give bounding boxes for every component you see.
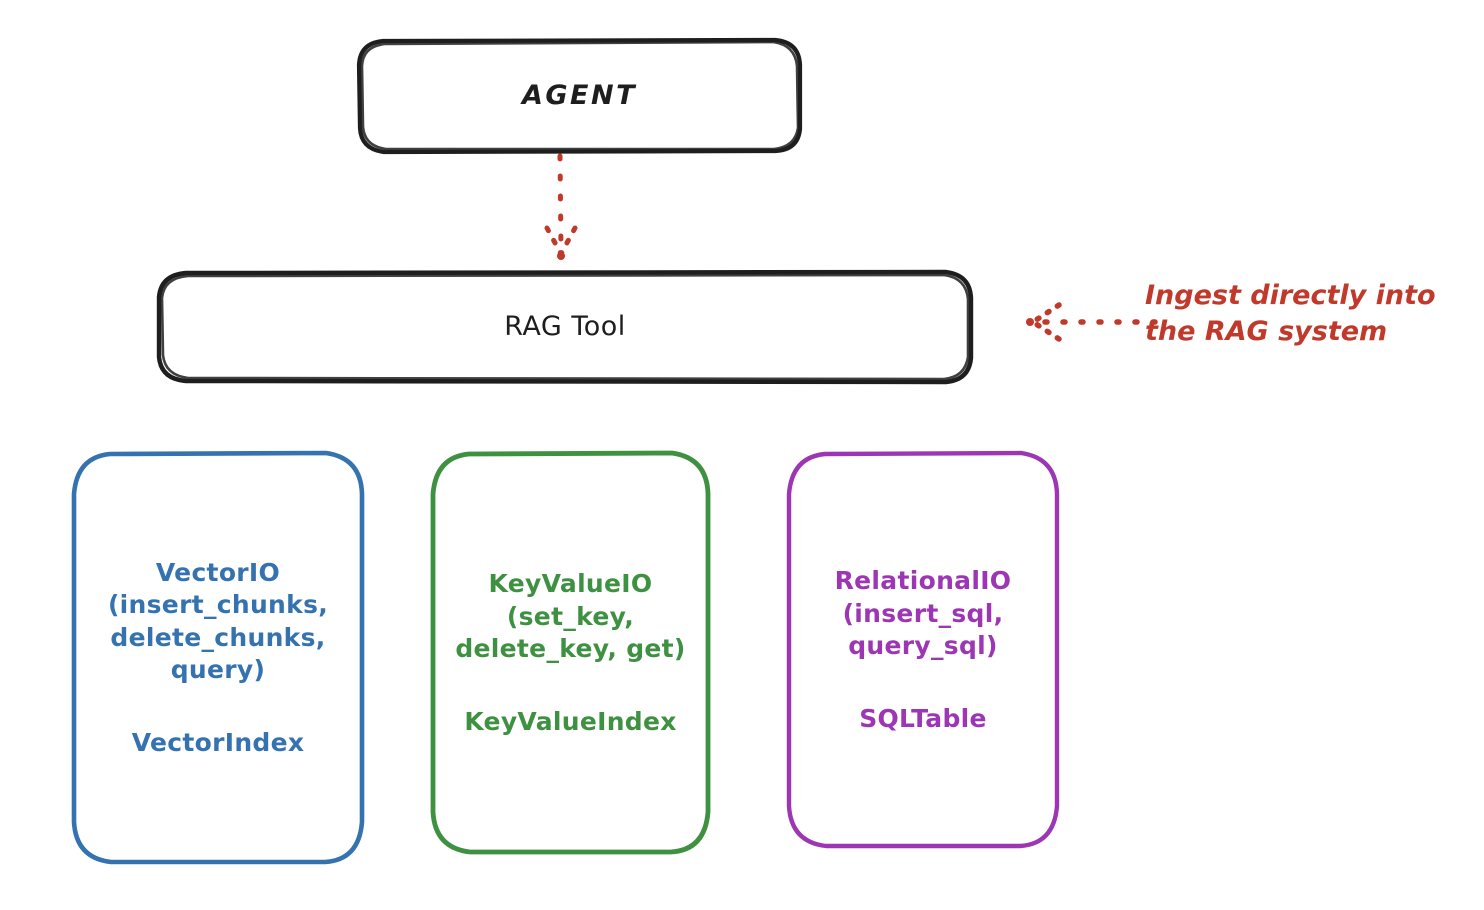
relational-io-index-text: SQLTable [859,703,987,733]
relational-io-node[interactable]: RelationalIO (insert_sql, query_sql) SQL… [785,450,1061,850]
agent-node-label: AGENT [521,80,637,112]
agent-to-rag-tool-arrow [544,153,578,260]
vector-io-node[interactable]: VectorIO (insert_chunks, delete_chunks, … [70,450,366,866]
key-value-io-api-text: KeyValueIO (set_key, delete_key, get) [455,569,686,663]
agent-node[interactable]: AGENT [356,37,803,155]
vector-io-api-text: VectorIO (insert_chunks, delete_chunks, … [107,557,329,685]
vector-io-node-label: VectorIO (insert_chunks, delete_chunks, … [108,557,328,760]
rag-tool-node-label: RAG Tool [504,311,626,343]
ingest-annotation-text: Ingest directly into the RAG system [1145,280,1436,347]
key-value-io-index-text: KeyValueIndex [464,706,677,736]
key-value-io-node-label: KeyValueIO (set_key, delete_key, get) Ke… [455,568,685,738]
relational-io-api-text: RelationalIO (insert_sql, query_sql) [834,566,1012,660]
rag-tool-node[interactable]: RAG Tool [156,269,974,385]
ingest-into-rag-arrow [1026,302,1158,342]
vector-io-index-text: VectorIndex [131,727,305,757]
relational-io-node-label: RelationalIO (insert_sql, query_sql) SQL… [835,565,1012,735]
key-value-io-node[interactable]: KeyValueIO (set_key, delete_key, get) Ke… [429,450,712,856]
